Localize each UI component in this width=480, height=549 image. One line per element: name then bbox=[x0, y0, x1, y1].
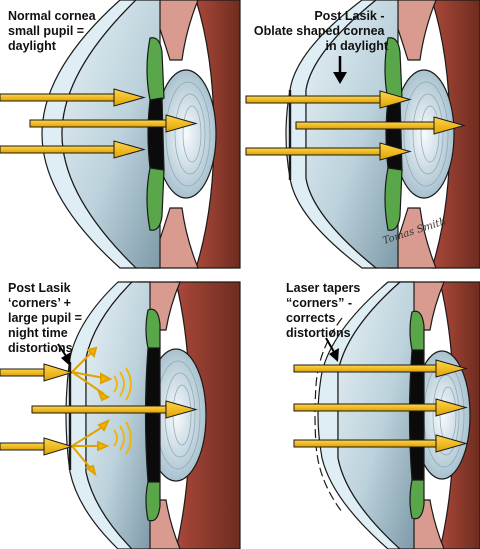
light-ray-arrow bbox=[0, 437, 74, 456]
caption-line: Normal cornea bbox=[8, 9, 97, 23]
pointer-arrow bbox=[333, 56, 347, 84]
caption-line: Laser tapers bbox=[286, 281, 360, 295]
pupil bbox=[385, 97, 403, 171]
lens bbox=[393, 69, 455, 199]
eye-illustration bbox=[317, 281, 480, 549]
caption-line: distortions bbox=[8, 341, 73, 355]
panel-caption: Laser tapers “corners” - corrects distor… bbox=[286, 281, 364, 340]
anterior-chamber bbox=[85, 281, 151, 549]
tapered-cornea-profile bbox=[314, 317, 343, 513]
iris bbox=[145, 308, 161, 351]
iris bbox=[409, 310, 425, 353]
iris bbox=[145, 479, 161, 522]
light-ray-arrow bbox=[245, 90, 412, 109]
light-ray-arrow bbox=[0, 88, 146, 107]
caption-line: ‘corners’ + bbox=[8, 296, 71, 310]
panel-post-lasik-night: Post Lasik ‘corners’ + large pupil = nig… bbox=[0, 281, 241, 549]
glare-waves bbox=[113, 367, 132, 455]
eye-illustration bbox=[65, 281, 241, 549]
anterior-chamber bbox=[305, 0, 399, 269]
scattered-rays bbox=[71, 346, 113, 477]
lens bbox=[155, 69, 217, 199]
iris bbox=[146, 37, 165, 103]
light-rays bbox=[0, 88, 198, 159]
light-ray-arrow bbox=[245, 142, 412, 161]
caption-line: large pupil = bbox=[8, 311, 82, 325]
light-rays bbox=[293, 359, 468, 453]
panel-normal-cornea: Normal cornea small pupil = daylight bbox=[0, 0, 241, 269]
lens-rings bbox=[403, 81, 449, 187]
panel-post-lasik-daylight: Post Lasik - Oblate shaped cornea in day… bbox=[245, 0, 480, 269]
caption-line: “corners” - bbox=[286, 296, 352, 310]
light-ray-arrow bbox=[295, 116, 466, 135]
light-ray-arrow bbox=[29, 114, 198, 133]
light-ray-arrow bbox=[293, 359, 468, 378]
panel-caption: Post Lasik - Oblate shaped cornea in day… bbox=[254, 9, 389, 53]
light-ray-arrow bbox=[0, 363, 74, 382]
iris bbox=[384, 165, 403, 231]
panel-caption: Normal cornea small pupil = daylight bbox=[8, 9, 99, 53]
iris bbox=[146, 165, 165, 231]
light-ray-arrow bbox=[293, 398, 468, 417]
anterior-chamber bbox=[337, 281, 415, 549]
caption-line: in daylight bbox=[326, 39, 389, 53]
eye-illustration bbox=[41, 0, 241, 269]
pupil bbox=[144, 347, 161, 483]
light-ray-arrow bbox=[31, 400, 198, 419]
caption-line: Oblate shaped cornea bbox=[254, 24, 386, 38]
caption-line: distortions bbox=[286, 326, 351, 340]
lens-rings bbox=[165, 81, 211, 187]
pointer-arrow bbox=[57, 343, 71, 366]
caption-line: night time bbox=[8, 326, 68, 340]
caption-line: corrects bbox=[286, 311, 335, 325]
panel-caption: Post Lasik ‘corners’ + large pupil = nig… bbox=[8, 281, 85, 355]
anterior-chamber bbox=[61, 0, 161, 269]
caption-line: small pupil = bbox=[8, 24, 84, 38]
panel-laser-tapers: Laser tapers “corners” - corrects distor… bbox=[286, 281, 480, 549]
light-ray-arrow bbox=[0, 140, 146, 159]
caption-line: Post Lasik bbox=[8, 281, 71, 295]
pupil bbox=[147, 97, 165, 171]
caption-line: Post Lasik - bbox=[314, 9, 384, 23]
light-ray-arrow bbox=[293, 434, 468, 453]
light-rays bbox=[0, 363, 198, 456]
light-rays bbox=[245, 90, 466, 161]
pointer-arrow bbox=[325, 337, 339, 362]
caption-line: daylight bbox=[8, 39, 57, 53]
eye-illustration bbox=[285, 0, 480, 269]
iris bbox=[409, 477, 425, 520]
